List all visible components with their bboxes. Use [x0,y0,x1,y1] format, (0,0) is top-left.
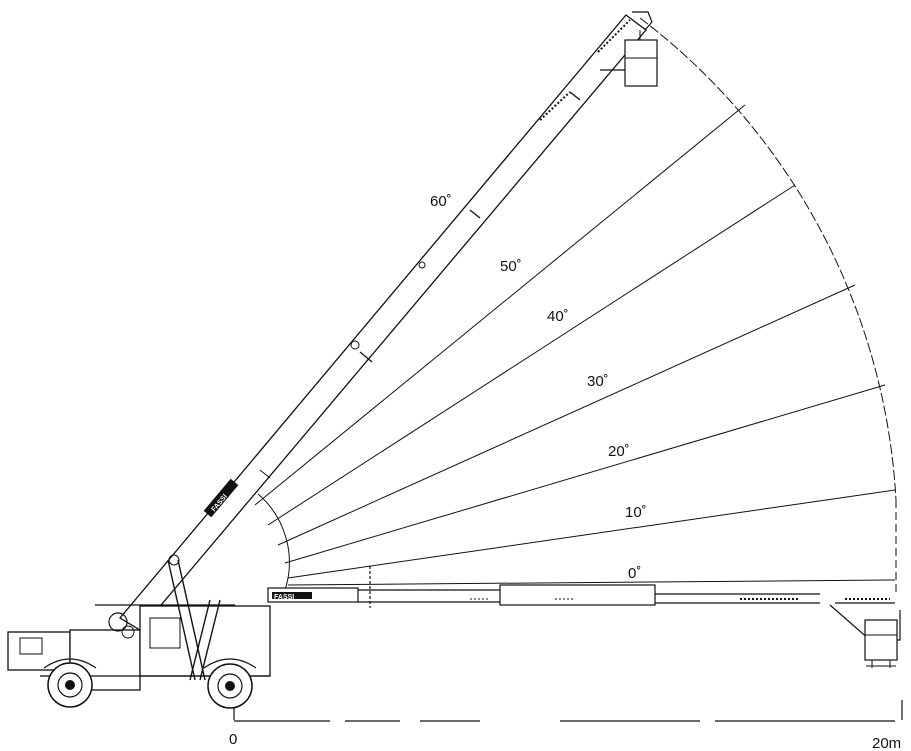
basket-top [600,11,658,87]
raised-boom: FASSI [119,14,647,631]
basket-horizontal [829,604,901,668]
angle-line-20 [284,384,886,564]
reach-envelope-arc [639,17,897,501]
angle-line-50 [254,104,746,506]
angle-line-0 [287,579,896,586]
scale-start-label: 0 [229,731,237,748]
truck [7,554,271,709]
angle-label-30: 30˚ [587,373,609,390]
scale-bar: 0 20m [229,700,903,751]
angle-label-60: 60˚ [430,193,452,210]
angle-label-50: 50˚ [500,258,522,275]
angle-labels: 60˚ 50˚ 40˚ 30˚ 20˚ 10˚ 0˚ [430,193,647,582]
scale-end-label: 20m [872,735,901,751]
angle-label-20: 20˚ [608,443,630,460]
horizontal-boom: FASSI [267,566,895,608]
angle-line-40 [267,184,796,526]
angle-label-40: 40˚ [547,308,569,325]
angle-label-10: 10˚ [625,504,647,521]
horizontal-boom-brand: FASSI [274,594,294,601]
inner-arc [257,493,290,591]
angle-line-10 [287,489,896,579]
angle-label-0: 0˚ [628,565,641,582]
angle-line-30 [277,284,856,546]
angle-lines [254,104,896,586]
